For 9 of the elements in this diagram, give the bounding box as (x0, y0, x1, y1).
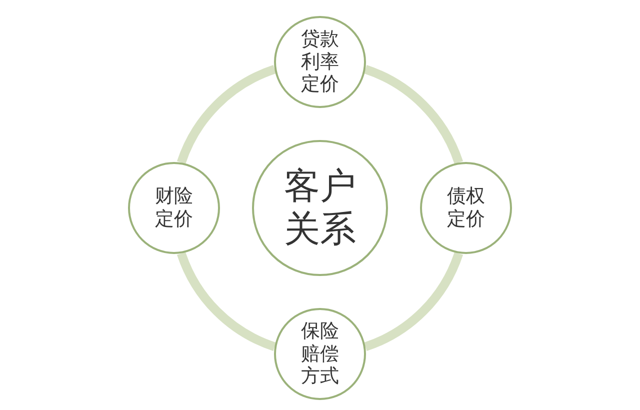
node-label: 客户关系 (283, 164, 357, 252)
ring-arc (364, 252, 463, 351)
node-label: 财险定价 (154, 185, 194, 231)
ring-arc (177, 252, 276, 351)
node-label: 债权定价 (446, 185, 486, 231)
node-label: 贷款利率定价 (300, 28, 340, 96)
ring-arc (177, 65, 276, 164)
ring-arc (364, 65, 463, 164)
node-label: 保险赔偿方式 (300, 320, 340, 388)
